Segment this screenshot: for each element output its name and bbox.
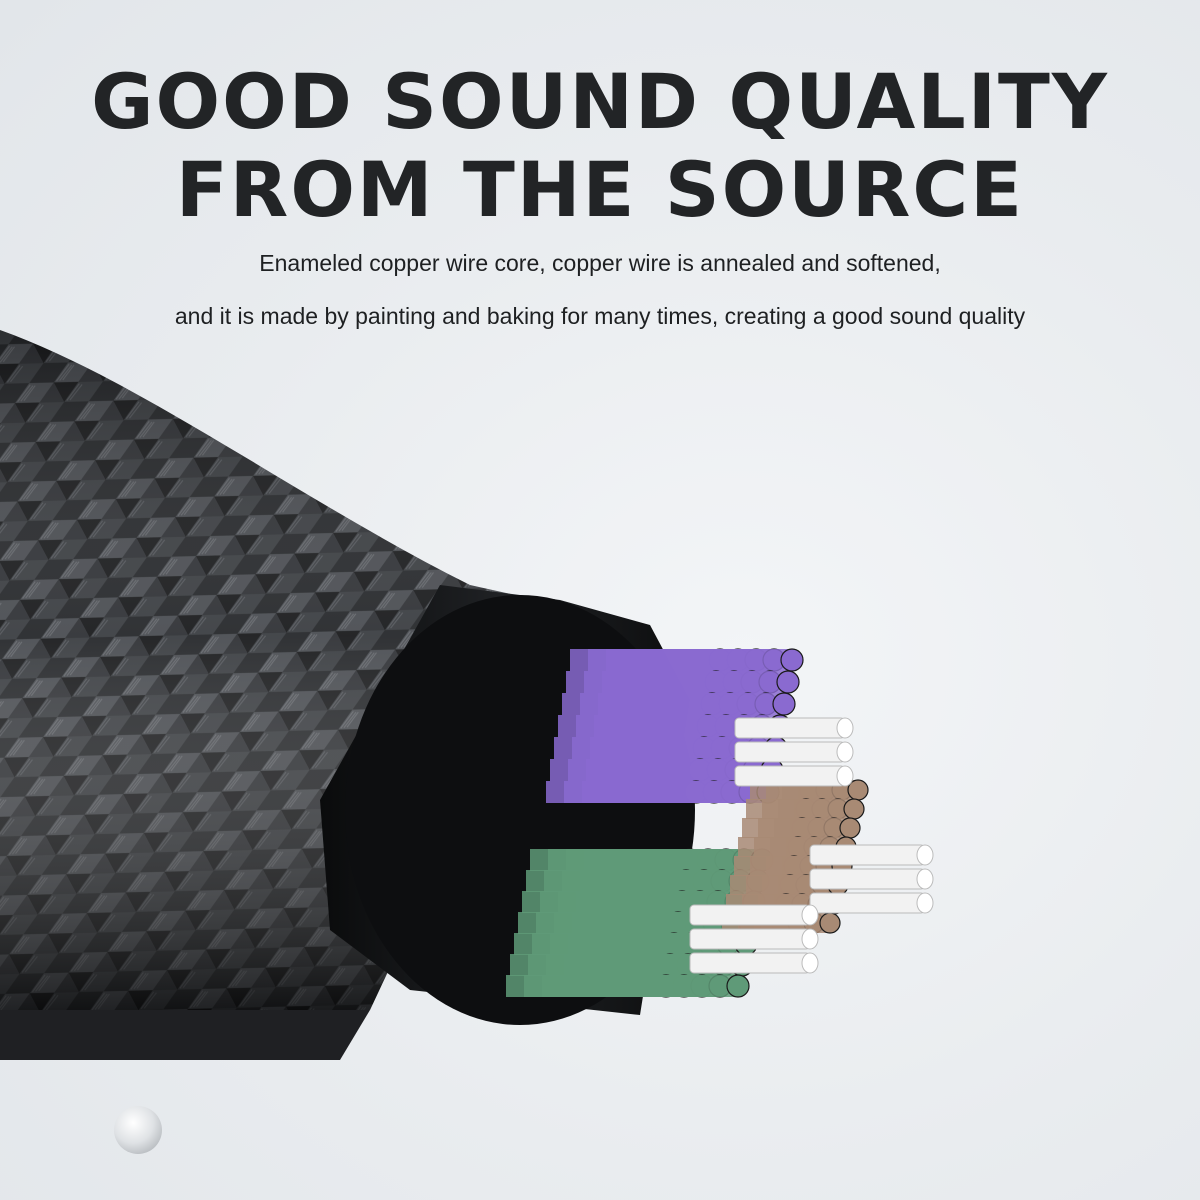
white-strands-right bbox=[809, 844, 934, 914]
headline: GOOD SOUND QUALITY FROM THE SOURCE bbox=[0, 58, 1200, 234]
description-line-1: Enameled copper wire core, copper wire i… bbox=[259, 250, 941, 276]
decorative-sphere bbox=[114, 1106, 162, 1154]
headline-line-1: GOOD SOUND QUALITY bbox=[91, 57, 1109, 146]
white-strands-top bbox=[734, 717, 854, 787]
headline-line-2: FROM THE SOURCE bbox=[175, 145, 1025, 234]
description: Enameled copper wire core, copper wire i… bbox=[0, 250, 1200, 330]
description-line-2: and it is made by painting and baking fo… bbox=[174, 303, 1026, 329]
white-strands-bottom bbox=[689, 904, 819, 974]
